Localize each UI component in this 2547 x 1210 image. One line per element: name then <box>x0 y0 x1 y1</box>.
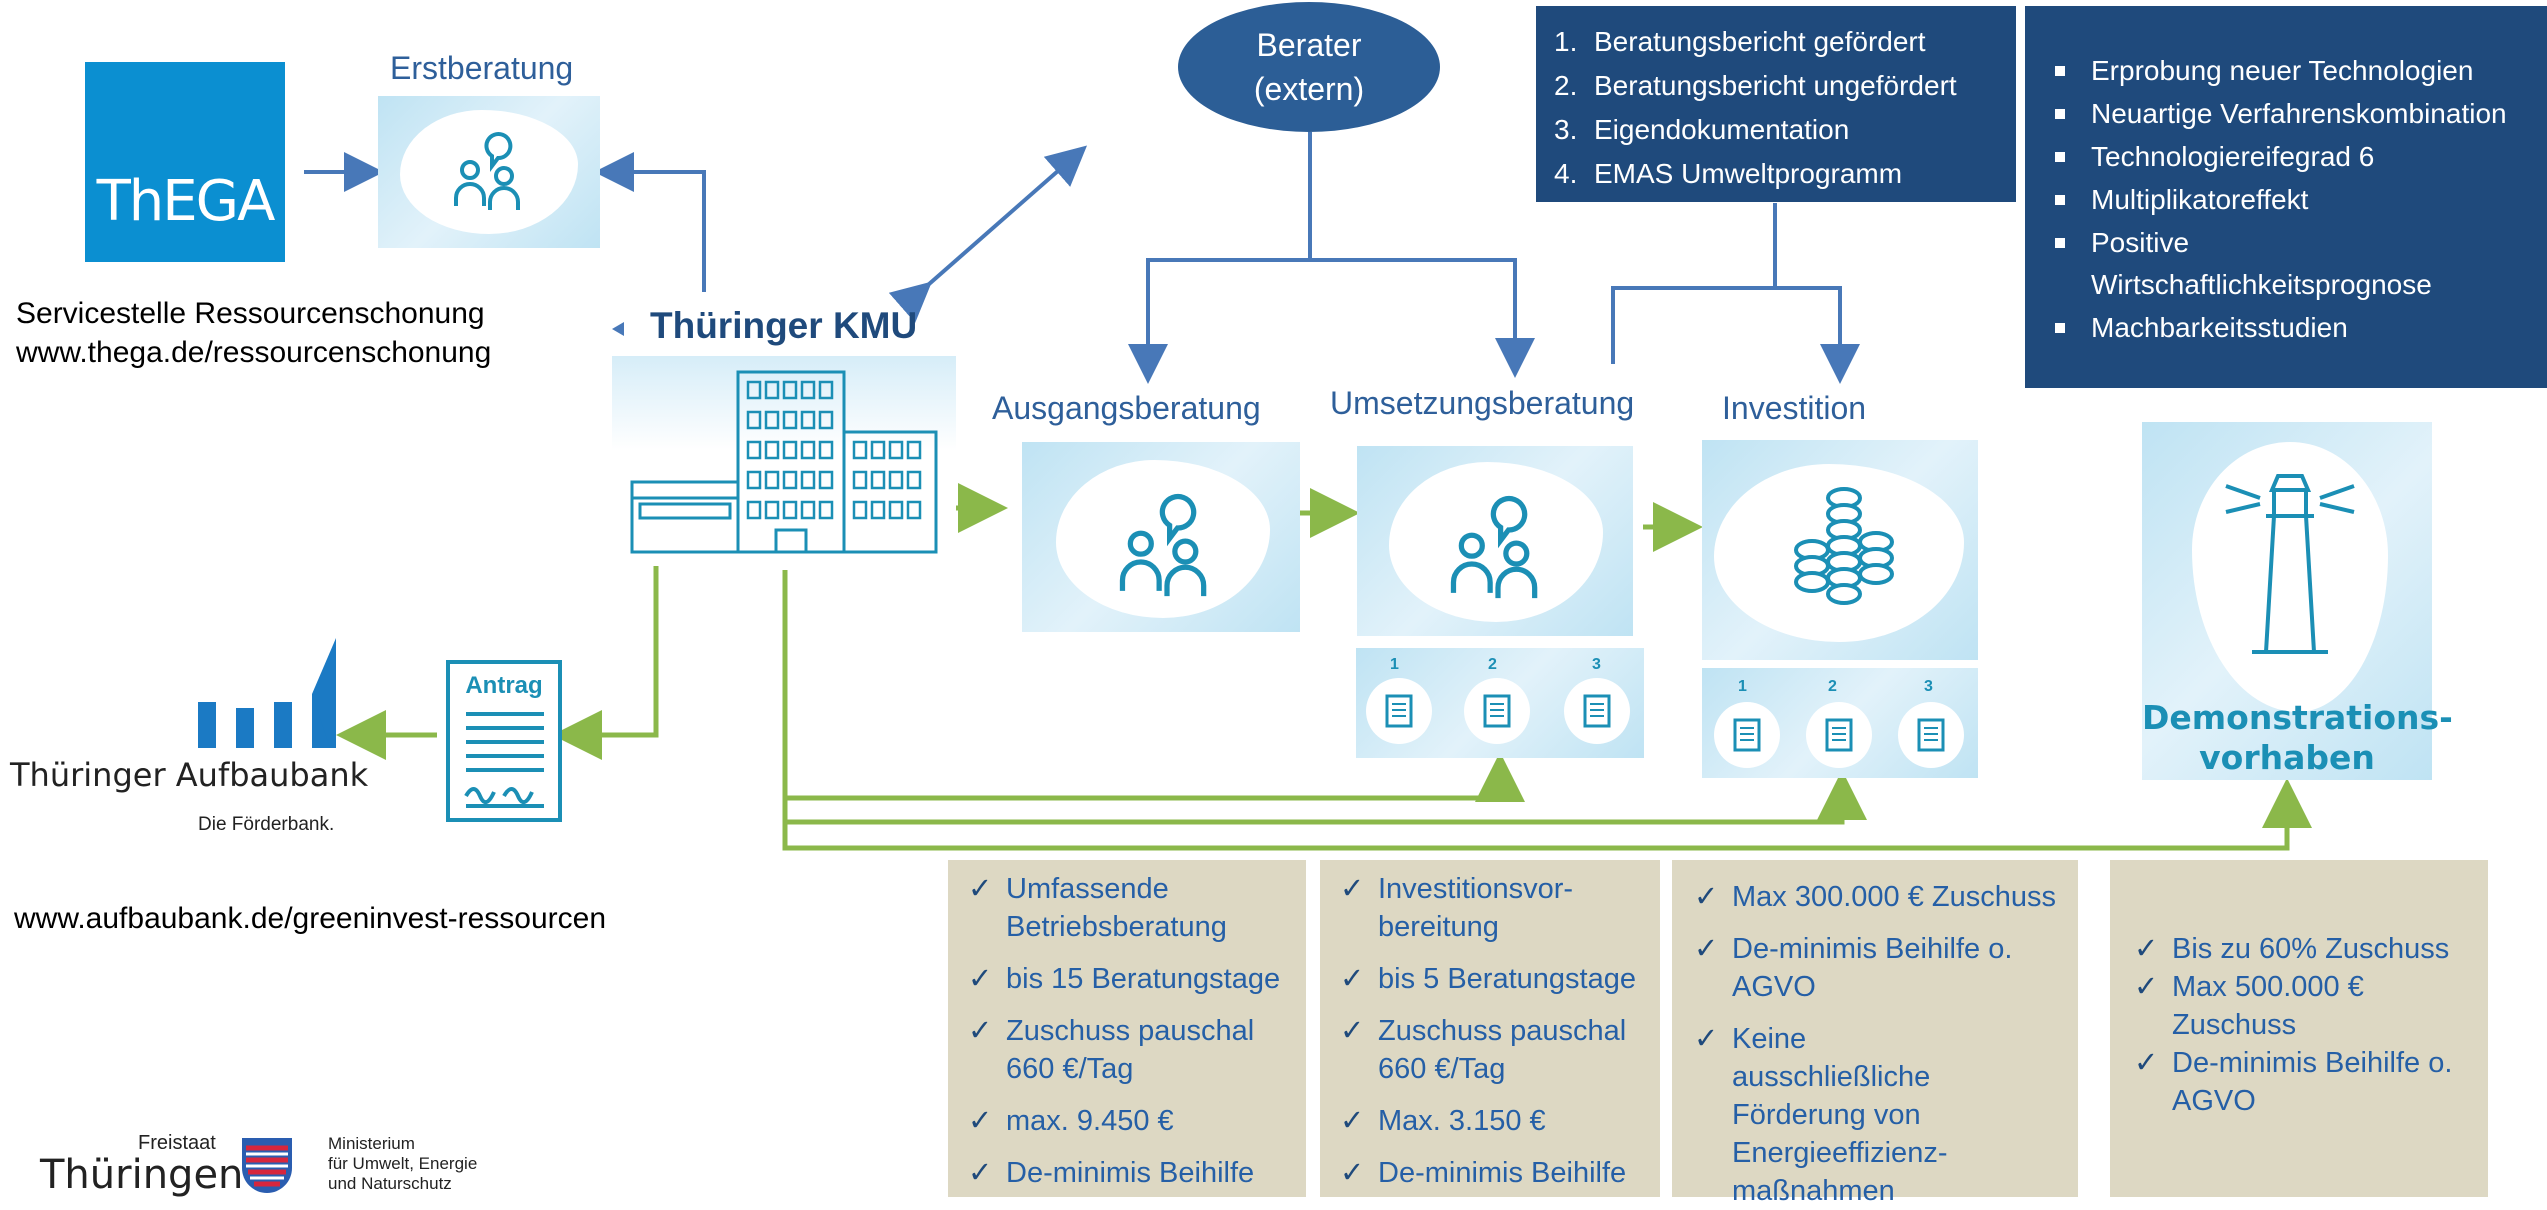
report-types-box: 1.Beratungsbericht gefördert 2.Beratungs… <box>1536 6 2016 202</box>
form-lines-icon <box>464 712 544 808</box>
aufbaubank-tagline: Die Förderbank. <box>198 814 335 835</box>
investition-label: Investition <box>1722 390 1867 426</box>
aufbaubank-logo-bars <box>198 638 336 748</box>
document-icon <box>1366 678 1432 744</box>
criteria-item: Multiplikatoreffekt <box>2047 179 2547 221</box>
report-type-item: 2.Beratungsbericht ungefördert <box>1554 70 1957 101</box>
aufbaubank-name: Thüringer Aufbaubank <box>10 756 369 794</box>
thega-url: www.thega.de/ressourcenschonung <box>16 336 492 369</box>
criteria-item: Machbarkeitsstudien <box>2047 307 2547 349</box>
funding-box-demonstration: ✓Bis zu 60% Zuschuss ✓Max 500.000 € Zusc… <box>2110 860 2488 1197</box>
criteria-item: Neuartige Verfahrenskombination <box>2047 93 2547 135</box>
criteria-item: Positive Wirtschaftlichkeitsprognose <box>2047 222 2547 306</box>
people-chat-icon <box>454 132 520 210</box>
thega-logo-text: ThEGA <box>96 169 276 234</box>
document-icon <box>1806 702 1872 768</box>
arrow-kmu-berater <box>888 145 1088 323</box>
thega-logo: ThEGA <box>85 62 285 262</box>
antrag-label: Antrag <box>465 672 543 699</box>
investition-panel <box>1702 440 1978 660</box>
umsetzungsberatung-docs: 1 2 3 <box>1356 648 1644 758</box>
berater-line1: Berater <box>1256 27 1362 63</box>
document-icon <box>1898 702 1964 768</box>
document-icon <box>1464 678 1530 744</box>
berater-ellipse: Berater (extern) <box>1178 2 1440 132</box>
kmu-label: Thüringer KMU <box>650 305 918 346</box>
arrow-reports-umsetzung <box>1611 286 1860 384</box>
arrow-kmu-erstberatung <box>594 152 706 292</box>
arrow-kmu-demonstration <box>782 778 2312 851</box>
lighthouse-icon <box>2225 474 2355 654</box>
arrow-berater-ausgang <box>1146 258 1535 378</box>
document-icon <box>1564 678 1630 744</box>
report-type-item: 1.Beratungsbericht gefördert <box>1554 26 1926 57</box>
aufbaubank-url: www.aufbaubank.de/greeninvest-ressourcen <box>14 902 607 935</box>
report-type-item: 4.EMAS Umweltprogramm <box>1554 158 1903 189</box>
criteria-item: Technologiereifegrad 6 <box>2047 136 2547 178</box>
people-chat-icon <box>1450 495 1538 599</box>
arrow-kmu-investition-docs <box>782 770 1867 825</box>
office-building-icon <box>630 370 938 554</box>
funding-box-ausgangsberatung: ✓Umfassende Betriebsberatung ✓bis 15 Ber… <box>948 860 1306 1197</box>
erstberatung-label: Erstberatung <box>390 50 574 86</box>
erstberatung-panel <box>378 96 600 248</box>
umsetzungsberatung-label: Umsetzungsberatung <box>1330 385 1635 421</box>
coat-of-arms-icon <box>242 1138 292 1193</box>
umsetzungsberatung-panel <box>1357 446 1633 636</box>
document-icon <box>1714 702 1780 768</box>
kmu-marker-icon <box>612 322 624 336</box>
demo-criteria-box: Erprobung neuer Technologien Neuartige V… <box>2025 6 2547 388</box>
funding-box-investition: ✓Max 300.000 € Zuschuss ✓De-minimis Beih… <box>1672 860 2078 1207</box>
investition-docs: 1 2 3 <box>1702 668 1978 778</box>
coin-stack-icon <box>1794 487 1894 605</box>
thega-service-line: Servicestelle Ressourcenschonung <box>16 297 485 330</box>
ausgangsberatung-label: Ausgangsberatung <box>992 390 1261 426</box>
arrow-kmu-antrag <box>552 566 659 760</box>
berater-line2: (extern) <box>1253 71 1365 107</box>
demonstration-label: Demonstrations- vorhaben <box>2142 698 2453 777</box>
report-type-item: 3.Eigendokumentation <box>1554 114 1850 145</box>
arrow-kmu-umsetzung-docs <box>782 570 1525 802</box>
antrag-document: Antrag <box>446 660 562 822</box>
people-chat-icon <box>1119 493 1207 597</box>
ministry-logo: Freistaat Thüringen Ministerium für Umwe… <box>40 1132 478 1198</box>
criteria-item: Erprobung neuer Technologien <box>2047 50 2547 92</box>
ausgangsberatung-panel <box>1022 442 1300 632</box>
demonstration-panel: Demonstrations- vorhaben <box>2142 422 2453 780</box>
funding-box-umsetzungsberatung: ✓Investitionsvor-bereitung ✓bis 5 Beratu… <box>1320 860 1660 1197</box>
